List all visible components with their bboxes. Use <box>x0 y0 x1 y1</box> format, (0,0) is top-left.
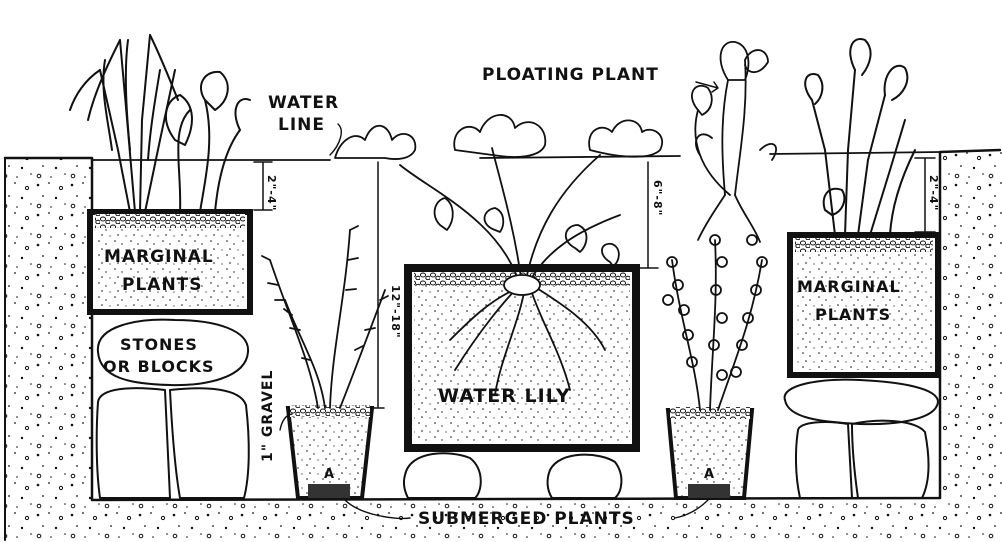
gravel-label: 1" GRAVEL <box>260 370 276 462</box>
left-depth-marker: 2"-4" <box>254 162 278 211</box>
water-line-label-2: LINE <box>278 115 325 135</box>
right-depth-marker: 2"-4" <box>915 158 940 232</box>
left-marginal-label-1: MARGINAL <box>104 247 214 267</box>
svg-text:2"-4": 2"-4" <box>265 175 278 211</box>
svg-text:12"-18": 12"-18" <box>389 285 402 339</box>
water-line <box>92 152 940 160</box>
right-pot-mark: A <box>704 467 715 482</box>
left-pot-mark: A <box>324 467 335 482</box>
floating-plant <box>692 42 776 242</box>
water-line-label-1: WATER <box>268 93 339 113</box>
lily-stones <box>404 453 621 498</box>
right-submerged-pot <box>668 407 752 498</box>
right-stones <box>785 380 938 498</box>
left-marginal-label-2: PLANTS <box>122 275 203 295</box>
left-marginal-plants <box>70 35 250 212</box>
submerged-depth-marker: 12"-18" <box>372 162 402 408</box>
submerged-plants-label: SUBMERGED PLANTS <box>418 509 635 529</box>
svg-text:2"-4": 2"-4" <box>927 175 940 211</box>
left-submerged-plant <box>262 226 388 408</box>
right-marginal-label-1: MARGINAL <box>797 277 901 296</box>
lily-depth-marker: 6"-8" <box>638 162 664 268</box>
floating-plant-label: PLOATING PLANT <box>482 65 659 85</box>
left-submerged-pot <box>288 405 372 498</box>
stones-label-1: STONES <box>120 335 198 354</box>
lily-pads <box>335 115 662 159</box>
right-marginal-label-2: PLANTS <box>815 305 891 324</box>
water-lily-label: WATER LILY <box>438 385 571 407</box>
stones-label-2: OR BLOCKS <box>103 357 215 376</box>
svg-text:6"-8": 6"-8" <box>651 180 664 216</box>
right-marginal-plants <box>805 39 915 235</box>
right-submerged-plant <box>663 235 767 410</box>
